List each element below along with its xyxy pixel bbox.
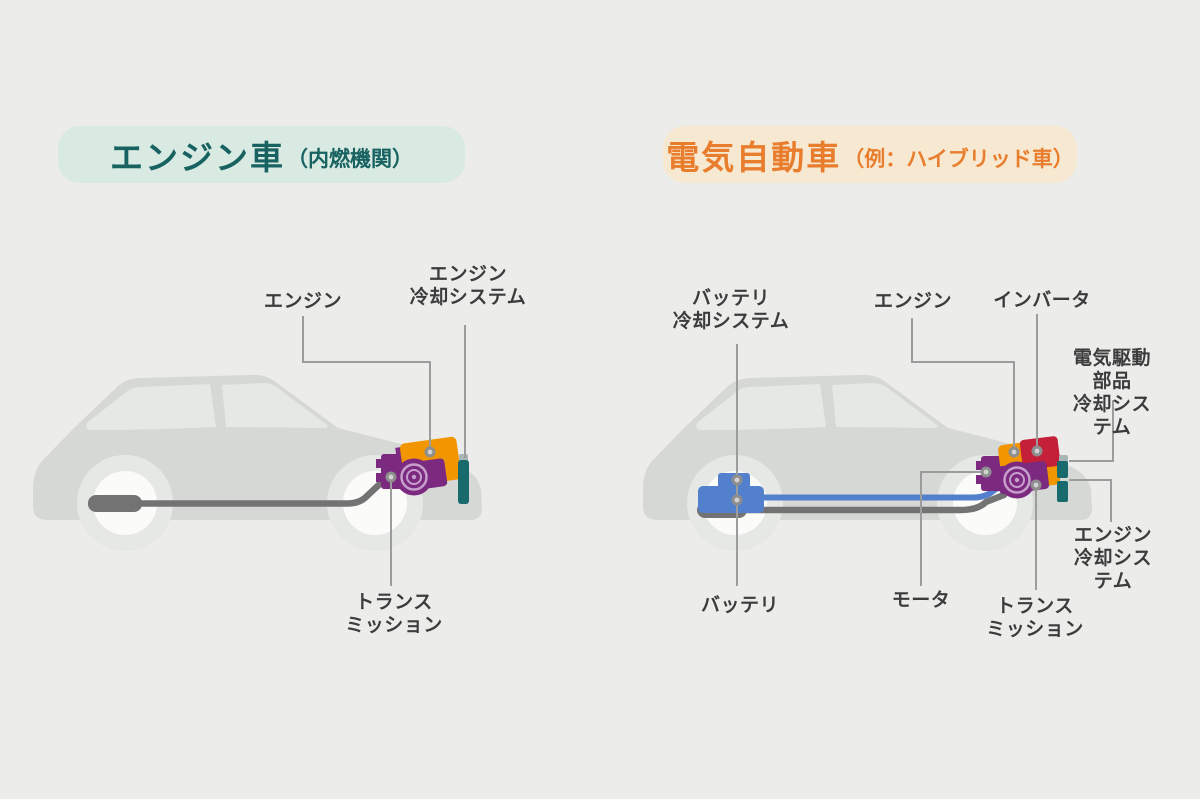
label-motor: モータ bbox=[891, 590, 951, 611]
label-edrive-cooling: 電気駆動部品 冷却システム bbox=[1072, 348, 1151, 438]
clutch-gear-icon bbox=[394, 457, 434, 497]
header-electric-car-title: 電気自動車 bbox=[666, 138, 842, 176]
leader-motor bbox=[920, 471, 984, 586]
transmission-block bbox=[376, 459, 383, 468]
header-engine-car-title: エンジン車 bbox=[110, 138, 285, 176]
driveshaft-left bbox=[88, 476, 388, 512]
label-engine-left: エンジン bbox=[263, 291, 343, 312]
header-engine-car: エンジン車（内燃機関） bbox=[58, 126, 465, 183]
label-engine-cooling-right: エンジン 冷却システム bbox=[1073, 525, 1152, 592]
header-electric-car: 電気自動車（例：ハイブリッド車） bbox=[663, 126, 1077, 183]
header-electric-car-subtitle: （例：ハイブリッド車） bbox=[843, 148, 1074, 171]
leader-edrive-cooling bbox=[1069, 400, 1114, 462]
engine-cooling-radiator-left bbox=[458, 460, 469, 504]
motor-block bbox=[981, 456, 1004, 491]
leader-engine-left bbox=[302, 316, 431, 449]
leader-lines-right bbox=[736, 314, 1114, 590]
motor-gear-icon bbox=[997, 460, 1037, 500]
leader-engine-cooling-right bbox=[1069, 479, 1112, 522]
attachment-dots-right bbox=[731, 445, 1043, 506]
engine-cooling-radiator-right bbox=[1057, 481, 1068, 502]
leader-lines-left bbox=[302, 316, 466, 586]
transmission-block bbox=[376, 473, 383, 482]
label-engine-right: エンジン bbox=[873, 291, 953, 312]
battery-pack bbox=[698, 473, 764, 513]
label-transmission-right: トランス ミッション bbox=[986, 596, 1084, 640]
label-inverter: インバータ bbox=[993, 290, 1091, 311]
header-engine-car-subtitle: （内燃機関） bbox=[287, 148, 413, 171]
leader-engine-right bbox=[911, 318, 1015, 449]
motor-block bbox=[976, 475, 983, 484]
motor-block bbox=[976, 461, 983, 470]
edrive-cooling-radiator bbox=[1057, 461, 1068, 478]
label-battery-cooling: バッテリ 冷却システム bbox=[672, 288, 790, 332]
battery-body bbox=[698, 486, 764, 513]
label-engine-cooling-left: エンジン 冷却システム bbox=[409, 264, 527, 308]
power-cable bbox=[759, 483, 1004, 501]
attachment-dots-left bbox=[385, 446, 436, 483]
label-transmission-left: トランス ミッション bbox=[345, 592, 443, 636]
label-battery: バッテリ bbox=[700, 595, 780, 616]
